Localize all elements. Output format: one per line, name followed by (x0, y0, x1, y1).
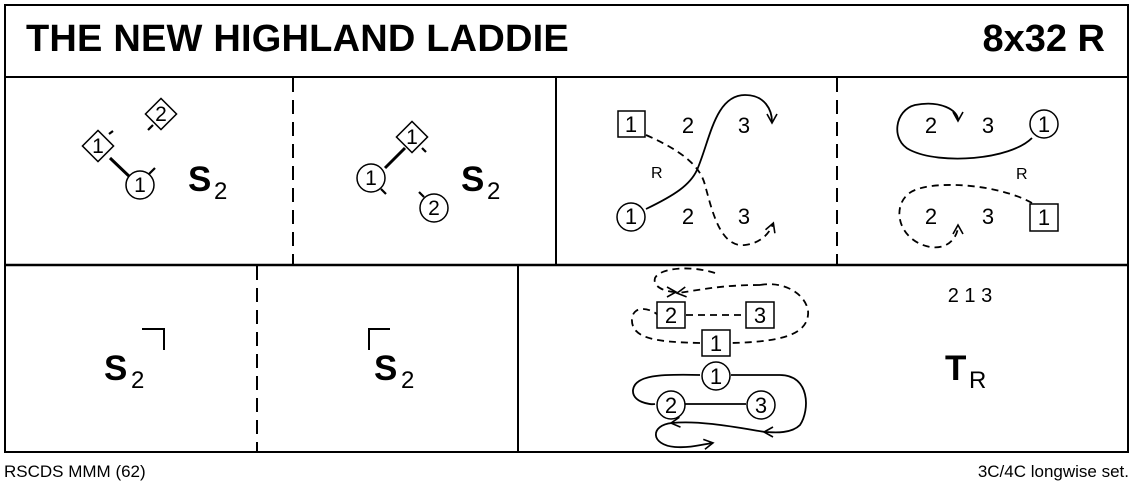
dancer-label: 1 (92, 135, 104, 158)
dancer-label: 1 (1038, 205, 1050, 230)
position-3-top: 3 (982, 113, 994, 138)
cell-bars-17-20: S 2 (104, 328, 165, 394)
dancer-woman-1 (125, 170, 155, 200)
figure-setting: S (374, 349, 397, 388)
figure-subscript: R (969, 367, 986, 394)
man-path (645, 134, 776, 246)
position-2-bottom: 2 (925, 204, 937, 229)
dancer-label: 1 (365, 167, 377, 190)
dance-meter: 8x32 R (982, 18, 1105, 60)
dancer-woman-1 (1029, 109, 1059, 139)
dance-title: THE NEW HIGHLAND LADDIE (26, 18, 569, 60)
source-reference: RSCDS MMM (62) (4, 462, 146, 481)
dancer-woman-1 (356, 163, 386, 193)
figure-subscript: 2 (487, 178, 500, 205)
dancer-label: 3 (755, 393, 767, 418)
dancer-label: 2 (428, 197, 440, 220)
grid-lines (4, 78, 1129, 452)
dancer-label: 2 (665, 303, 677, 328)
figure-setting: S (188, 160, 211, 199)
dancer-woman-1 (616, 202, 646, 232)
dancer-man-1 (81, 129, 115, 163)
cell-bars-1-4: 2 1 1 S 2 (81, 97, 227, 205)
cell-bars-25-32-diagram: 2 3 1 1 2 3 (631, 267, 809, 450)
figure-tourbillon: T (945, 349, 966, 388)
dancer-label: 1 (134, 174, 146, 197)
dancer-label: 3 (754, 303, 766, 328)
position-3-bottom: 3 (982, 204, 994, 229)
dancer-man-1 (395, 120, 429, 154)
cell-bars-25-32-notation: 2 1 3 T R (945, 285, 992, 394)
dancer-man-1 (617, 110, 646, 138)
dancer-man-2 (656, 301, 686, 329)
figure-subscript: 2 (131, 367, 144, 394)
partner-link (383, 146, 407, 170)
figure-setting: S (104, 349, 127, 388)
position-2-top: 2 (682, 113, 694, 138)
figure-subscript: 2 (214, 178, 227, 205)
dancer-label: 1 (406, 126, 418, 149)
hand-label: R (1016, 166, 1028, 183)
dancer-label: 1 (710, 331, 722, 356)
dancer-label: 1 (710, 364, 722, 389)
woman-path (896, 102, 1033, 160)
dancer-woman-2 (656, 390, 686, 420)
figure-subscript: 2 (401, 367, 414, 394)
dancer-label: 2 (155, 103, 167, 126)
final-order: 2 1 3 (948, 285, 992, 307)
dancer-man-2 (144, 97, 178, 131)
figure-setting: S (461, 160, 484, 199)
dancer-woman-3 (746, 390, 776, 420)
position-2-top: 2 (925, 113, 937, 138)
dancer-man-3 (745, 301, 775, 329)
cell-bars-21-24: S 2 (368, 328, 414, 394)
position-3-bottom: 3 (738, 204, 750, 229)
dancer-label: 1 (1038, 112, 1050, 137)
cell-bars-13-16: 2 3 1 2 3 1 R (896, 102, 1059, 249)
dancer-man-1 (1029, 203, 1059, 232)
dancer-label: 1 (625, 112, 637, 137)
dancer-woman-2 (419, 193, 449, 223)
position-2-bottom: 2 (682, 204, 694, 229)
man-path (898, 184, 1033, 249)
cell-bars-9-12: 1 2 3 1 2 3 R (616, 94, 778, 246)
woman-path (645, 94, 778, 210)
position-3-top: 3 (738, 113, 750, 138)
dancer-label: 1 (625, 204, 637, 229)
dancer-label: 2 (665, 393, 677, 418)
set-formation: 3C/4C longwise set. (977, 462, 1129, 481)
dancer-man-1 (701, 329, 731, 357)
corner-bracket-icon (368, 328, 390, 350)
hand-label: R (651, 165, 663, 182)
cell-bars-5-8: 1 1 2 S 2 (356, 120, 500, 223)
dancer-woman-1 (701, 361, 731, 391)
corner-bracket-icon (142, 328, 165, 350)
